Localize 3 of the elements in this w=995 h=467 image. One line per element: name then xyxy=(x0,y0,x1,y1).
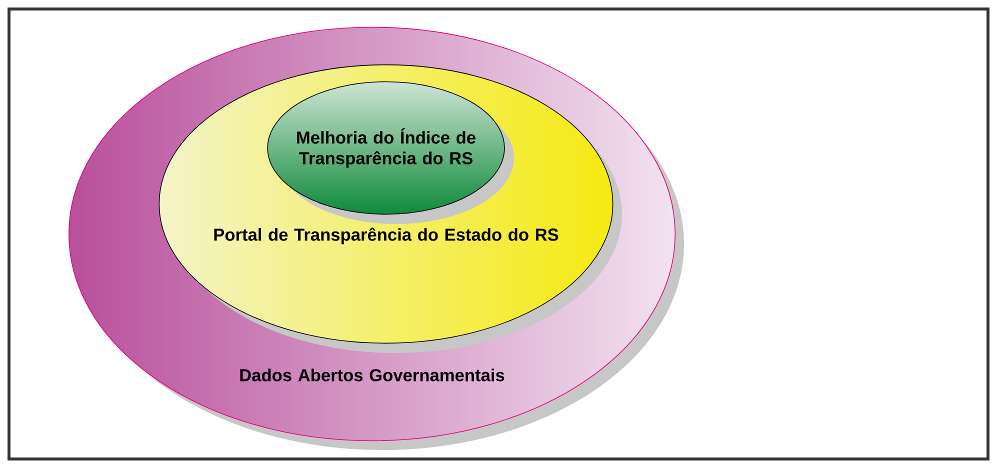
ellipse-label: Dados Abertos Governamentais xyxy=(240,368,504,382)
ellipse-label: Portal de Transparência do Estado do RS xyxy=(214,228,558,244)
ellipse-label: Melhoria do Índice de Transparência do RS xyxy=(297,128,476,168)
